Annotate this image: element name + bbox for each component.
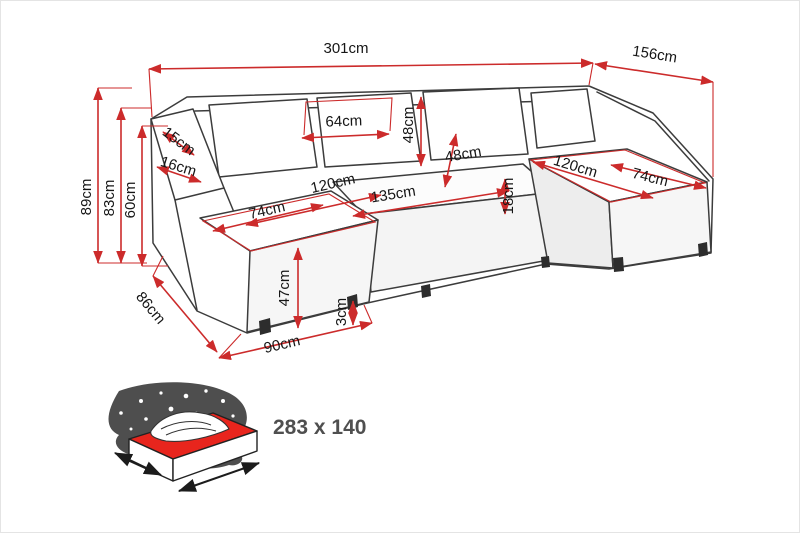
sleeping-area-size: 283 x 140 — [273, 416, 366, 439]
sparkle — [159, 391, 163, 395]
right-armrest-edge — [596, 91, 710, 182]
ext-line — [363, 304, 373, 324]
label-seat-height: 47cm — [276, 270, 293, 307]
sofa-leg — [698, 242, 708, 257]
sparkle — [168, 406, 174, 412]
back-cushion-dim-box — [303, 97, 393, 136]
label-total-depth-right: 156cm — [631, 43, 678, 67]
ext-line — [152, 255, 164, 277]
bed-width-arrow — [113, 452, 163, 476]
sparkle — [221, 399, 225, 403]
blanket-fold-line — [165, 427, 217, 436]
left-chaise-front — [246, 219, 379, 333]
sofa-drawing — [150, 85, 714, 335]
dim-line-backrest-top-depth — [162, 131, 195, 156]
sparkle — [119, 411, 123, 415]
ext-line — [588, 62, 594, 86]
label-back-cushion-width: 64cm — [325, 112, 362, 130]
dim-line-chaise-right-length — [532, 160, 654, 200]
sparkle — [144, 417, 148, 421]
dim-line-armrest-width — [156, 166, 202, 183]
dim-line-side-depth — [152, 275, 218, 353]
sparkle — [129, 427, 133, 431]
dim-line-back-cushion-height-2 — [442, 133, 459, 188]
ext-line — [148, 68, 153, 118]
sparkle — [139, 399, 143, 403]
label-height-backrest: 83cm — [101, 180, 118, 217]
dim-line-middle-seat-width — [352, 188, 510, 219]
label-leg-height: 3cm — [333, 298, 350, 326]
label-middle-seat-width: 135cm — [370, 183, 417, 207]
sleeping-area-icon — [108, 382, 261, 492]
sofa-leg — [613, 257, 624, 272]
dim-line-total-depth-right — [594, 61, 714, 85]
sparkle — [204, 389, 208, 393]
blanket — [150, 411, 230, 442]
label-seat-back-gap: 18cm — [500, 178, 517, 215]
sofa-leg — [541, 256, 550, 268]
dim-line-chaise-left-width — [212, 203, 324, 233]
dim-line-back-cushion-width — [301, 129, 390, 143]
back-cushion-left — [208, 98, 318, 178]
sparkle — [183, 393, 189, 399]
blanket-fold-line — [160, 421, 212, 430]
label-total-width: 301cm — [323, 40, 368, 57]
label-side-depth: 86cm — [132, 289, 169, 328]
sofa-leg — [421, 284, 431, 298]
back-pillow-right — [530, 88, 596, 149]
label-back-cushion-height-2: 48cm — [444, 143, 483, 166]
dim-line-chaise-right-width — [610, 163, 707, 190]
label-height-armrest: 60cm — [122, 182, 139, 219]
label-height-total: 89cm — [78, 179, 95, 216]
bed-length-arrow — [177, 462, 261, 492]
label-back-cushion-height: 48cm — [400, 107, 417, 144]
dimension-lines — [93, 58, 714, 361]
dim-line-front-depth — [218, 320, 373, 361]
dim-line-total-width — [148, 58, 594, 74]
sofa-leg — [259, 318, 271, 335]
label-front-depth: 90cm — [262, 332, 302, 357]
sparkle — [231, 414, 235, 418]
